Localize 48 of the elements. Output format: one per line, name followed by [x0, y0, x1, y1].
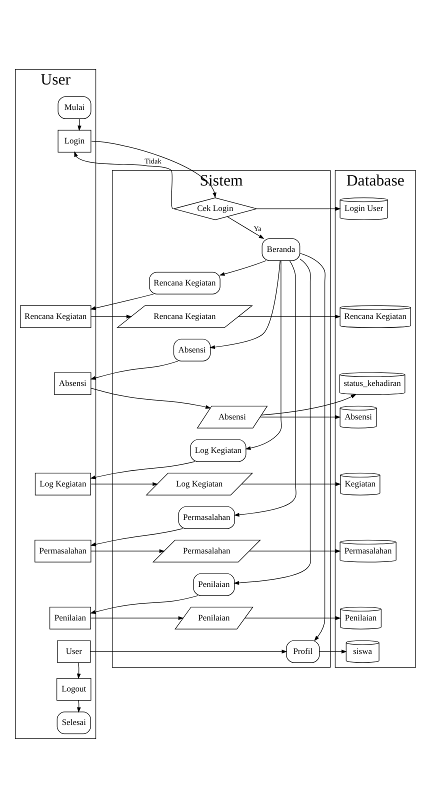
node-box: User	[57, 640, 91, 662]
node-box: Penilaian	[50, 606, 91, 629]
arrow	[209, 260, 280, 348]
arrow	[319, 649, 347, 654]
node-diamond: Cek Login	[172, 197, 258, 220]
arrow	[90, 460, 196, 479]
arrow	[238, 314, 341, 318]
node-box: Profil	[286, 640, 320, 662]
arrow	[234, 260, 296, 516]
arrow	[78, 118, 82, 131]
arrow	[256, 206, 341, 210]
node-box: Rencana Kegiatan	[20, 304, 92, 328]
arrow	[90, 293, 154, 310]
arrow	[90, 314, 132, 318]
arrow	[241, 482, 342, 486]
arrow	[90, 649, 288, 654]
arrow	[90, 616, 184, 620]
node-box: Log Kegiatan	[34, 472, 91, 495]
arrow	[91, 140, 216, 198]
node-box: Mulai	[58, 96, 92, 118]
arrow	[90, 360, 178, 380]
arrow	[245, 260, 282, 450]
arrow	[90, 548, 165, 553]
node-box: Beranda	[262, 238, 300, 260]
node-box: Permasalahan	[178, 506, 235, 528]
arrow	[90, 387, 212, 408]
arrow	[219, 260, 266, 276]
node-box: Login	[58, 129, 92, 152]
arrow	[90, 482, 158, 486]
node-box: Logout	[56, 678, 92, 700]
node-box: Log Kegiatan	[190, 438, 246, 462]
arrow	[260, 414, 341, 419]
node-box: Permasalahan	[34, 539, 92, 562]
arrow	[300, 252, 326, 641]
arrow	[74, 150, 174, 209]
arrow	[226, 216, 264, 238]
node-box: Penilaian	[193, 572, 235, 596]
node-box: Absensi	[54, 372, 92, 394]
arrow	[76, 662, 81, 679]
arrow	[90, 528, 184, 546]
arrow	[261, 394, 356, 415]
arrow	[90, 594, 198, 614]
node-box: Rencana Kegiatan	[149, 271, 220, 294]
arrow	[234, 258, 311, 584]
node-box: Absensi	[173, 338, 211, 361]
node-box: Selesai	[56, 711, 91, 734]
arrow	[248, 548, 341, 553]
arrow	[244, 616, 342, 620]
